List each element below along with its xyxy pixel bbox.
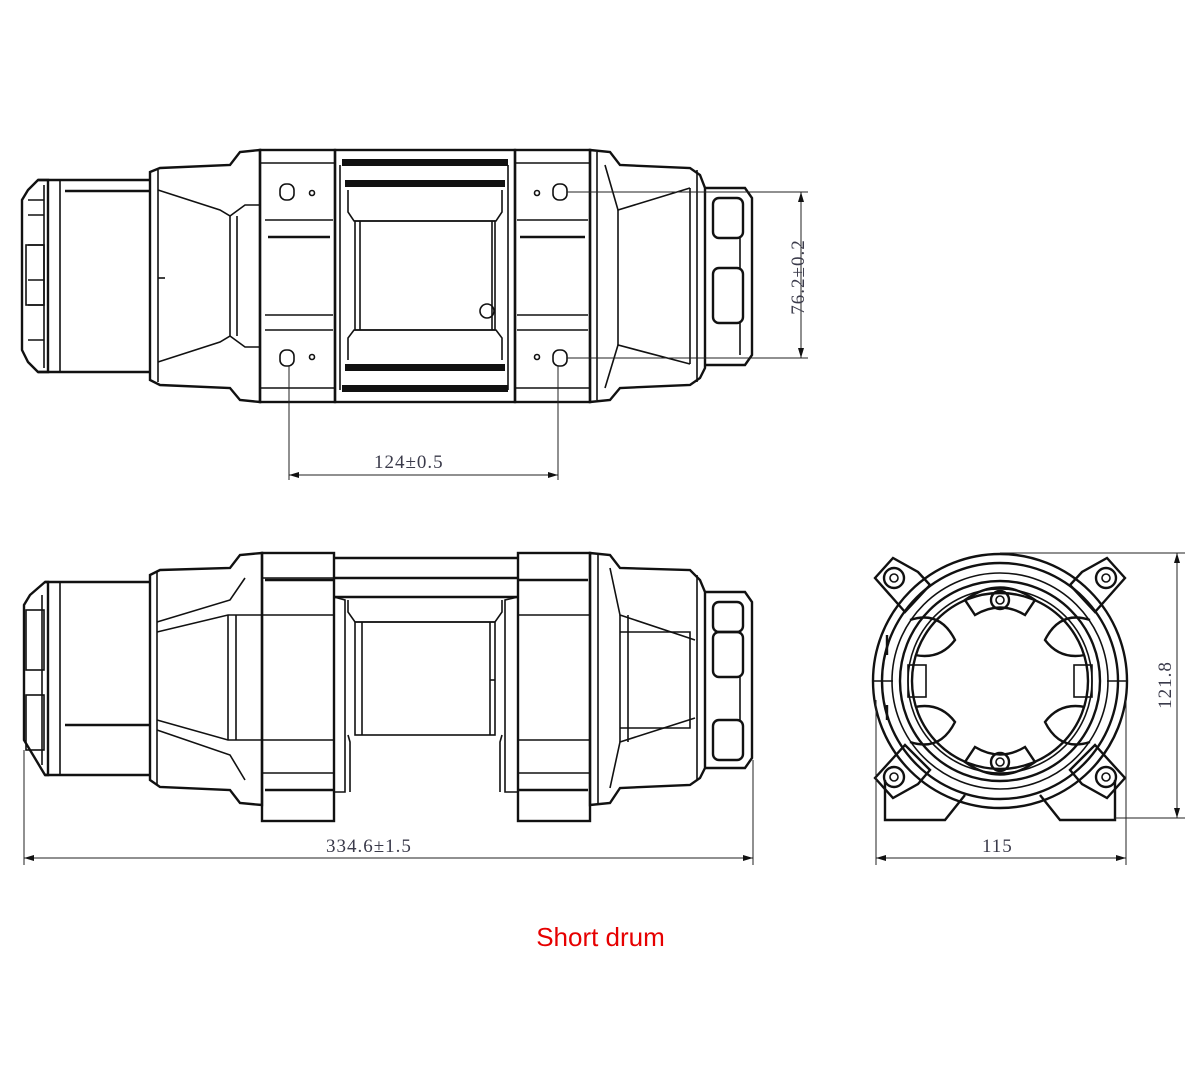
dim-124-lines <box>288 366 559 480</box>
top-left-end-cap <box>20 178 50 374</box>
side-motor-body <box>45 580 150 777</box>
end-right-foot <box>1039 780 1117 822</box>
dim-label-76-2: 76.2±0.2 <box>788 239 809 315</box>
top-drum <box>333 148 517 404</box>
top-left-housing <box>148 148 262 404</box>
end-left-foot <box>883 780 966 822</box>
top-right-housing <box>588 148 707 404</box>
side-right-housing <box>588 551 707 807</box>
side-right-end-cap <box>705 590 754 770</box>
dim-334-6-lines <box>23 750 754 865</box>
top-motor-body <box>38 178 150 374</box>
dim-label-115: 115 <box>982 836 1013 857</box>
figure-caption: Short drum <box>536 922 665 952</box>
dim-76-2-lines <box>567 191 808 359</box>
side-right-tiebar-block <box>516 551 592 823</box>
side-drum <box>333 556 519 793</box>
end-corner-bosses <box>873 556 1127 800</box>
side-view <box>22 551 754 865</box>
dim-label-334-6: 334.6±1.5 <box>326 836 412 857</box>
top-left-tiebar-block <box>258 148 337 404</box>
end-inner-lobes <box>907 586 1093 776</box>
dim-121-8-lines <box>1000 552 1185 819</box>
top-right-tiebar-block <box>513 148 592 404</box>
dim-label-121-8: 121.8 <box>1155 661 1176 709</box>
side-left-end-cap <box>22 580 50 777</box>
top-view <box>20 148 808 480</box>
dim-115-lines <box>875 700 1127 865</box>
end-view <box>871 552 1185 865</box>
side-left-tiebar-block <box>260 551 336 823</box>
top-right-end-cap <box>705 186 754 367</box>
side-left-housing <box>148 551 264 807</box>
dim-label-124: 124±0.5 <box>374 452 444 473</box>
